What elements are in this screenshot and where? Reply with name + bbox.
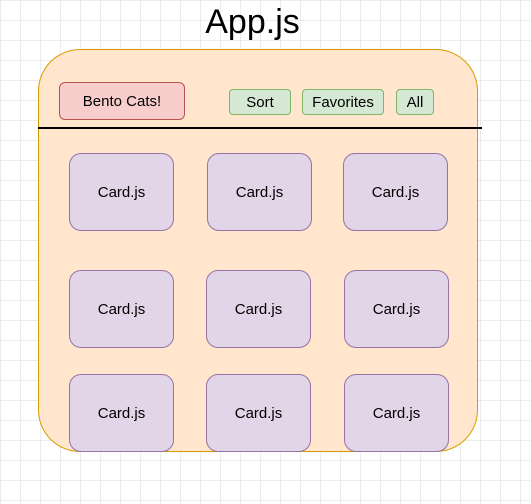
all-button[interactable]: All — [396, 89, 434, 115]
header-divider — [38, 127, 482, 129]
sort-button-label: Sort — [246, 93, 274, 111]
card-label: Card.js — [372, 404, 421, 422]
card-label: Card.js — [371, 183, 420, 201]
card-label: Card.js — [234, 404, 283, 422]
card-label: Card.js — [97, 404, 146, 422]
sort-button[interactable]: Sort — [229, 89, 291, 115]
card-label: Card.js — [97, 183, 146, 201]
card-component-3: Card.js — [343, 153, 448, 231]
card-component-6: Card.js — [344, 270, 449, 348]
card-label: Card.js — [97, 300, 146, 318]
all-button-label: All — [406, 93, 424, 111]
brand-label: Bento Cats! — [82, 92, 162, 110]
card-label: Card.js — [235, 183, 284, 201]
diagram-title: App.js — [205, 3, 300, 41]
card-component-8: Card.js — [206, 374, 311, 452]
favorites-button-label: Favorites — [312, 93, 374, 111]
card-component-4: Card.js — [69, 270, 174, 348]
favorites-button[interactable]: Favorites — [302, 89, 384, 115]
card-component-5: Card.js — [206, 270, 311, 348]
card-component-7: Card.js — [69, 374, 174, 452]
card-component-1: Card.js — [69, 153, 174, 231]
card-component-9: Card.js — [344, 374, 449, 452]
brand-label-box: Bento Cats! — [59, 82, 185, 120]
card-label: Card.js — [372, 300, 421, 318]
card-label: Card.js — [234, 300, 283, 318]
card-component-2: Card.js — [207, 153, 312, 231]
